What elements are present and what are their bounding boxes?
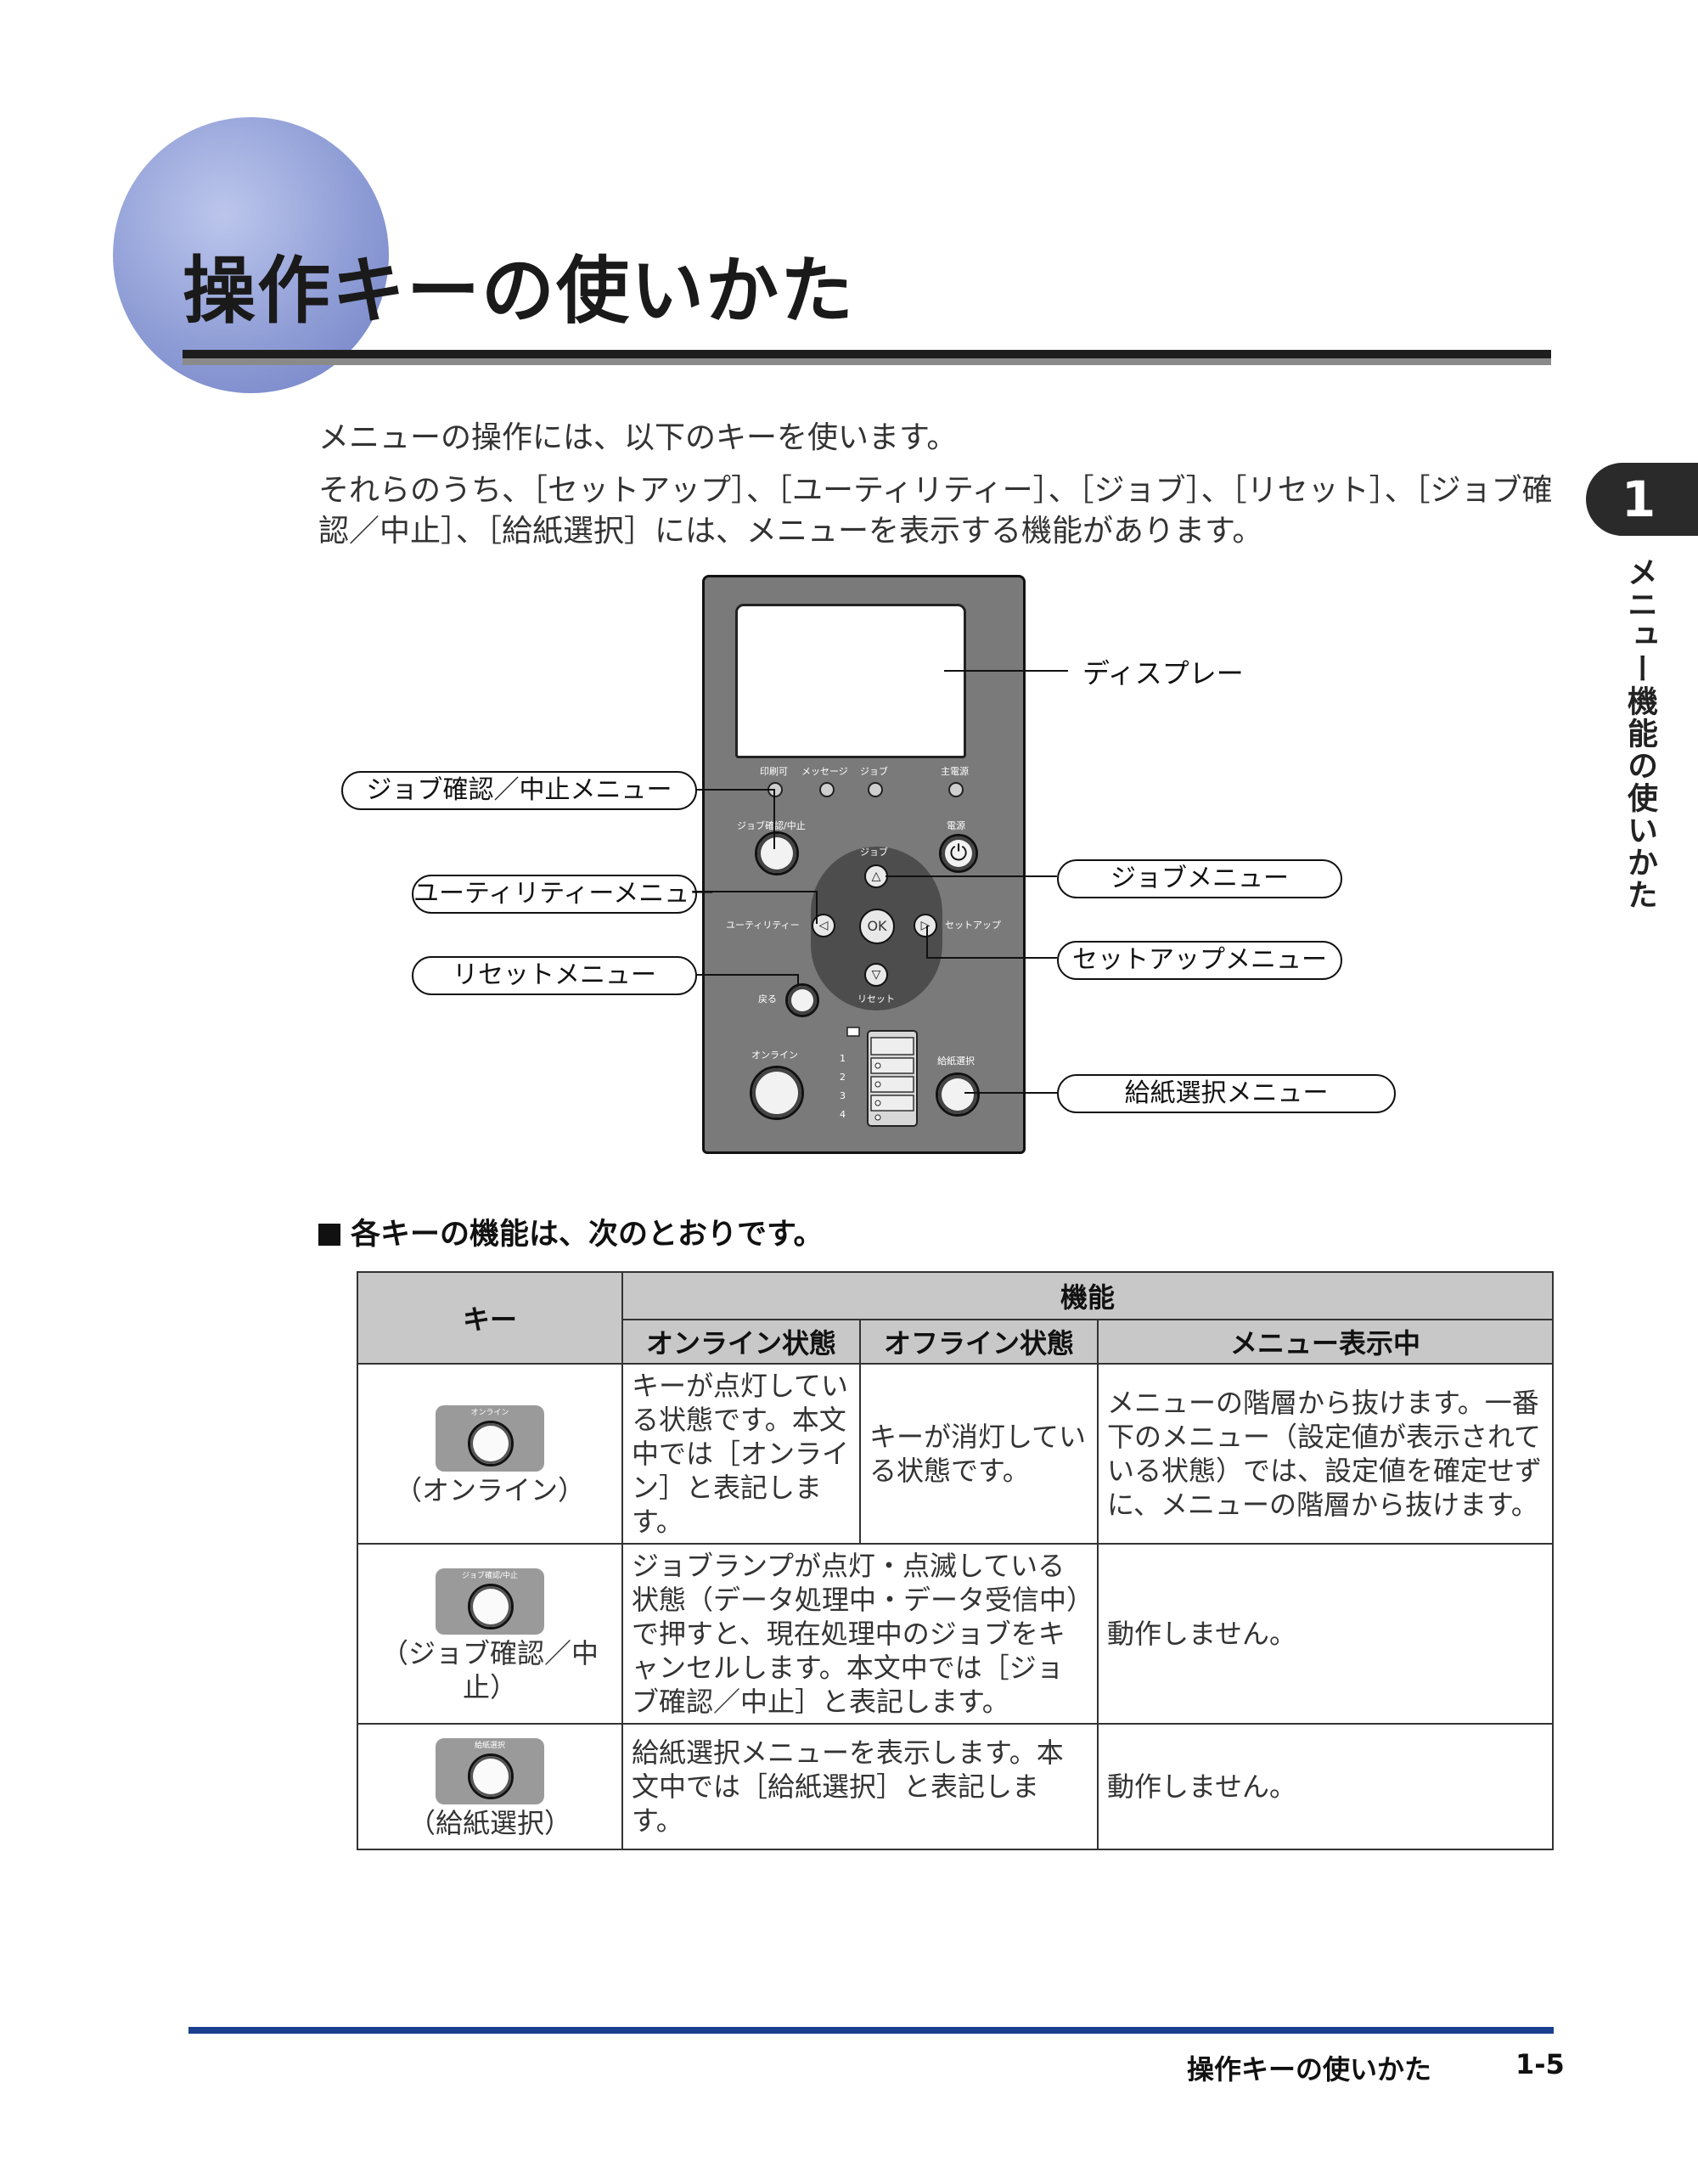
- chapter-tab: [1586, 463, 1698, 536]
- job-cancel-key-label: ジョブ確認/中止: [737, 820, 806, 831]
- cell-menu-state: 動作しません。: [1097, 1723, 1554, 1850]
- page-title: 操作キーの使いかた: [183, 249, 855, 334]
- cell-online-offline-state: ジョブランプが点灯・点滅している状態（データ処理中・データ受信中）で押すと、現在…: [621, 1543, 1099, 1725]
- section-heading-text: 各キーの機能は、次のとおりです。: [351, 1218, 824, 1252]
- utility-menu-callout: ユーティリティーメニュー: [412, 875, 715, 914]
- display-callout: ディスプレー: [1082, 657, 1244, 690]
- online-key-label: オンライン: [751, 1050, 798, 1061]
- cell-menu-state: メニューの階層から抜けます。一番下のメニュー（設定値が表示されている状態）では、…: [1097, 1363, 1554, 1545]
- paper-select-menu-callout: 給紙選択メニュー: [1057, 1074, 1396, 1113]
- cell-offline-state: キーが消灯している状態です。: [859, 1363, 1099, 1545]
- chapter-number: 1: [1621, 470, 1656, 528]
- title-rule: [183, 350, 1551, 358]
- tray-number-3: 3: [840, 1090, 846, 1101]
- led-label-message: メッセージ: [801, 766, 848, 777]
- setup-key-label: セットアップ: [945, 920, 1001, 931]
- led-main-power: [948, 782, 964, 797]
- cell-menu-state: 動作しません。: [1097, 1543, 1554, 1725]
- tray-number-4: 4: [840, 1109, 846, 1120]
- table-subheader-online: オンライン状態: [621, 1319, 861, 1365]
- back-key: [785, 983, 819, 1017]
- key-function-table: キー 機能 オンライン状態 オフライン状態 メニュー表示中 オンライン （オンラ…: [357, 1271, 1554, 1850]
- chapter-side-title: メニュー機能の使いかた: [1622, 556, 1657, 911]
- key-cell-online: オンライン （オンライン）: [357, 1363, 623, 1545]
- footer-rule: [188, 2027, 1554, 2034]
- back-key-label: 戻る: [758, 993, 777, 1005]
- power-icon: ⏻: [939, 834, 978, 873]
- footer-title: 操作キーの使いかた: [1187, 2053, 1432, 2085]
- job-menu-callout: ジョブメニュー: [1057, 859, 1342, 898]
- title-circle-decoration: [113, 117, 389, 393]
- intro-line-2: それらのうち、［セットアップ］、［ユーティリティー］、［ジョブ］、［リセット］、…: [318, 473, 1553, 508]
- table-header-key: キー: [357, 1271, 623, 1365]
- job-cancel-menu-callout: ジョブ確認／中止メニュー: [341, 771, 697, 810]
- key-cell-job-cancel: ジョブ確認/中止 （ジョブ確認／中止）: [357, 1543, 623, 1725]
- power-key-label: 電源: [947, 820, 965, 831]
- key-cell-paper-select: 給紙選択 （給紙選択）: [357, 1723, 623, 1850]
- table-subheader-offline: オフライン状態: [859, 1319, 1099, 1365]
- table-header-function: 機能: [621, 1271, 1554, 1320]
- key-name: （ジョブ確認／中止）: [380, 1637, 599, 1703]
- job-key-label: ジョブ: [860, 847, 888, 858]
- setup-menu-callout: セットアップメニュー: [1057, 941, 1342, 980]
- table-row: オンライン （オンライン） キーが点灯している状態です。本文中では［オンライン］…: [357, 1363, 1554, 1545]
- ok-key: OK: [859, 909, 895, 944]
- led-label-ready: 印刷可: [760, 766, 788, 777]
- reset-key-label: リセット: [857, 993, 895, 1005]
- led-message: [819, 782, 835, 797]
- table-row: 給紙選択 （給紙選択） 給紙選択メニューを表示します。本文中では［給紙選択］と表…: [357, 1723, 1554, 1850]
- utility-key-label: ユーティリティー: [726, 920, 800, 931]
- panel-display: [735, 604, 966, 758]
- led-label-job: ジョブ: [860, 766, 888, 777]
- job-cancel-key: [755, 831, 799, 875]
- paper-select-key-label: 給紙選択: [937, 1055, 975, 1067]
- section-square-icon: [318, 1224, 340, 1246]
- paper-tray-icon: [846, 1027, 918, 1127]
- key-name: （給紙選択）: [408, 1807, 571, 1839]
- table-subheader-menu: メニュー表示中: [1097, 1319, 1554, 1365]
- key-name: （オンライン）: [394, 1474, 585, 1506]
- led-job: [868, 782, 883, 797]
- reset-menu-callout: リセットメニュー: [412, 956, 697, 995]
- arrow-down-icon: ▽: [864, 963, 888, 987]
- cell-online-state: キーが点灯している状態です。本文中では［オンライン］と表記します。: [621, 1363, 861, 1545]
- arrow-up-icon: △: [864, 864, 888, 888]
- led-label-main-power: 主電源: [941, 766, 969, 777]
- tray-number-1: 1: [840, 1053, 846, 1064]
- page-number: 1-5: [1515, 2048, 1565, 2080]
- table-row: ジョブ確認/中止 （ジョブ確認／中止） ジョブランプが点灯・点滅している状態（デ…: [357, 1543, 1554, 1725]
- paper-select-key-icon: 給紙選択: [436, 1738, 544, 1804]
- intro-line-1: メニューの操作には、以下のキーを使います。: [318, 420, 958, 455]
- job-cancel-key-icon: ジョブ確認/中止: [436, 1568, 544, 1635]
- intro-line-3: 認／中止］、［給紙選択］には、メニューを表示する機能があります。: [318, 514, 1263, 549]
- cell-online-offline-state: 給紙選択メニューを表示します。本文中では［給紙選択］と表記します。: [621, 1723, 1099, 1850]
- tray-number-2: 2: [840, 1072, 846, 1083]
- paper-select-key: [936, 1072, 980, 1117]
- online-key-icon: オンライン: [436, 1405, 544, 1472]
- arrow-left-icon: ◁: [812, 914, 835, 937]
- online-key: [750, 1066, 804, 1120]
- section-heading: 各キーの機能は、次のとおりです。: [318, 1210, 824, 1253]
- arrow-right-icon: ▷: [914, 914, 937, 937]
- title-rule-shadow: [183, 358, 1551, 365]
- led-ready: [767, 782, 783, 797]
